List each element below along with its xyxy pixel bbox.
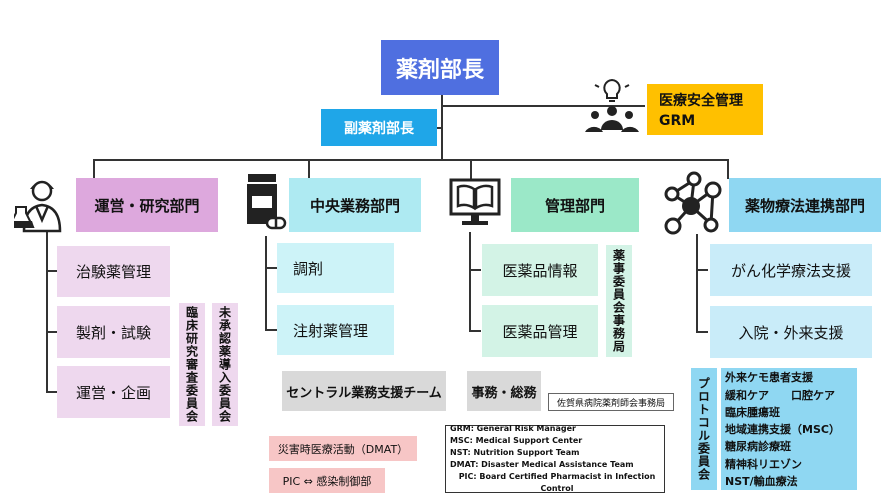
legend-item: MSC: Medical Support Center [450,436,583,445]
support-item: 外来ケモ患者支援 [725,371,813,385]
item-clinical-trial-drug: 治験薬管理 [57,246,170,297]
drop-line-2 [308,159,310,179]
dept-header-management: 管理部門 [511,178,639,232]
branch-line-2 [265,236,267,331]
dmat-box: 災害時医療活動（DMAT） [269,436,417,461]
admin-general-affairs: 事務・総務 [467,371,541,411]
dept-header-operations: 運営・研究部門 [76,178,218,232]
team-icon [585,78,639,132]
item-chemotherapy-support: がん化学療法支援 [710,244,872,296]
support-item: 緩和ケア 口腔ケア [725,388,835,402]
legend-item: DMAT: Disaster Medical Assistance Team [450,460,634,469]
scientist-icon [14,180,62,233]
drop-line-3 [470,159,472,179]
committee-clinical-research: 臨床研究審査委員会 [179,303,205,426]
item-drug-management: 医薬品管理 [482,305,598,357]
network-icon [664,171,722,235]
saga-pharmacist-association: 佐賀県病院薬剤師会事務局 [548,393,674,411]
medicine-bottle-icon [247,174,287,230]
branch-line-1 [46,232,48,392]
safety-line-2: GRM [659,113,696,129]
branch-tick-2a [265,267,277,269]
item-injection-management: 注射薬管理 [277,305,394,355]
legend-item: NST: Nutrition Support Team [450,448,580,457]
drop-line-4 [727,159,729,179]
legend-item: GRM: General Risk Manager [450,424,576,433]
monitor-book-icon [449,178,501,225]
branch-tick-3a [469,269,481,271]
branch-tick-1c [46,391,58,393]
item-dispensing: 調剤 [277,243,394,293]
support-item: 精神科リエゾン [725,457,802,471]
branch-tick-1a [46,270,58,272]
support-item: 臨床腫瘍班 [725,405,780,419]
item-preparation-testing: 製剤・試験 [57,306,170,358]
legend-item: PIC: Board Certified Pharmacist in Infec… [458,472,656,493]
branch-tick-1b [46,331,58,333]
item-inpatient-outpatient-support: 入院・外来支援 [710,306,872,358]
dept-header-pharmacotherapy: 薬物療法連携部門 [729,178,881,232]
committee-pharmaceutical-affairs: 薬事委員会事務局 [606,245,632,357]
branch-line-4 [696,234,698,332]
drop-line-1 [93,159,95,179]
branch-tick-2b [265,329,277,331]
horizontal-bus [93,159,729,161]
support-item: 地域連携支援（MSC） [725,423,840,436]
branch-tick-4a [696,269,708,271]
director-box: 薬剤部長 [381,40,499,95]
pic-infection-control-box: PIC ⇔ 感染制御部 [269,468,385,493]
central-support-team: セントラル業務支援チーム [282,371,446,411]
safety-line-1: 医療安全管理 [659,93,743,109]
safety-connector [443,105,645,107]
deputy-director-box: 副薬剤部長 [321,109,437,146]
branch-tick-4b [696,331,708,333]
abbreviation-legend: GRM: General Risk Manager MSC: Medical S… [445,424,665,493]
committee-unapproved-drugs: 未承認薬導入委員会 [212,303,238,426]
branch-tick-3b [469,330,481,332]
item-drug-information: 医薬品情報 [482,244,598,296]
support-item: NST/輸血療法 [725,474,798,488]
deputy-connector [437,127,443,129]
dept-header-central: 中央業務部門 [289,178,421,232]
item-operations-planning: 運営・企画 [57,366,170,418]
branch-line-3 [469,232,471,332]
safety-management-box: 医療安全管理 GRM [647,84,763,135]
support-item: 糖尿病診療班 [725,440,791,454]
support-activity-list: 外来ケモ患者支援 緩和ケア 口腔ケア 臨床腫瘍班 地域連携支援（MSC） 糖尿病… [721,368,857,490]
committee-protocol: プロトコル委員会 [691,368,717,490]
